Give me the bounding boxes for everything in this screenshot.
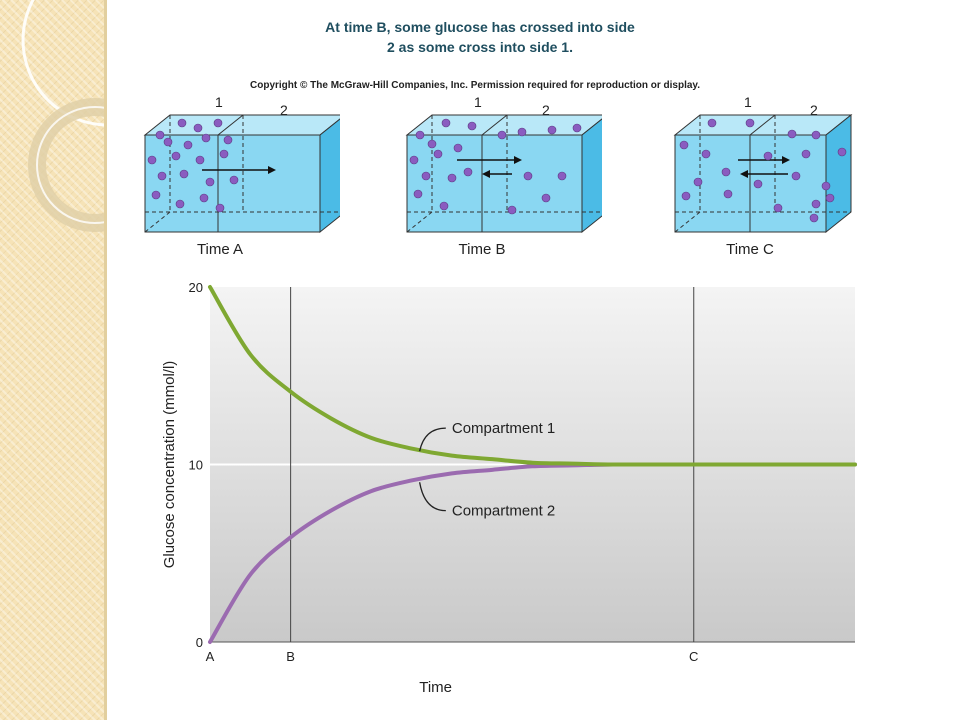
glucose-concentration-chart: 0 10 20A B C Compartment 1 Compartment 2 Gluc… [161,280,857,696]
time-c-label: Time C [726,241,774,258]
glucose-molecules [147,118,239,213]
time-a-label: Time A [196,241,244,258]
glucose-molecules [679,118,847,223]
ring-decoration-icon [21,0,106,232]
side-1-label: 1 [474,94,482,110]
x-tick-label: A [206,649,215,664]
y-tick-label: 10 [189,458,203,473]
side-2-label: 2 [542,102,550,118]
x-tick-label: C [689,649,698,664]
side-1-label: 1 [744,94,752,110]
caption-line-1: At time B, some glucose has crossed into… [325,19,635,35]
leader-line [418,427,446,452]
diffusion-box-time-c: 1 2 [673,94,853,234]
x-axis-label: Time [419,679,452,696]
side-2-label: 2 [280,102,288,118]
series-label-compartment-2: Compartment 2 [452,503,555,520]
side-2-label: 2 [810,102,818,118]
y-tick-label: 20 [189,280,203,295]
diffusion-box-time-b: 1 2 [405,94,602,234]
y-axis-label: Glucose concentration (mmol/l) [161,361,178,569]
diffusion-box-time-a: 1 2 [143,94,340,234]
decorative-sidebar [0,0,106,720]
sidebar-edge [104,0,107,720]
side-1-label: 1 [215,94,223,110]
glucose-molecules [409,118,582,215]
y-tick-label: 0 [196,635,203,650]
copyright-notice: Copyright © The McGraw-Hill Companies, I… [250,80,701,91]
time-b-label: Time B [458,241,506,258]
series-line-compartment-1 [208,285,857,467]
series-label-compartment-1: Compartment 1 [452,420,555,437]
leader-line [418,482,446,512]
slide-caption: At time B, some glucose has crossed into… [280,17,680,57]
caption-line-2: 2 as some cross into side 1. [387,39,573,55]
x-tick-label: B [286,649,295,664]
